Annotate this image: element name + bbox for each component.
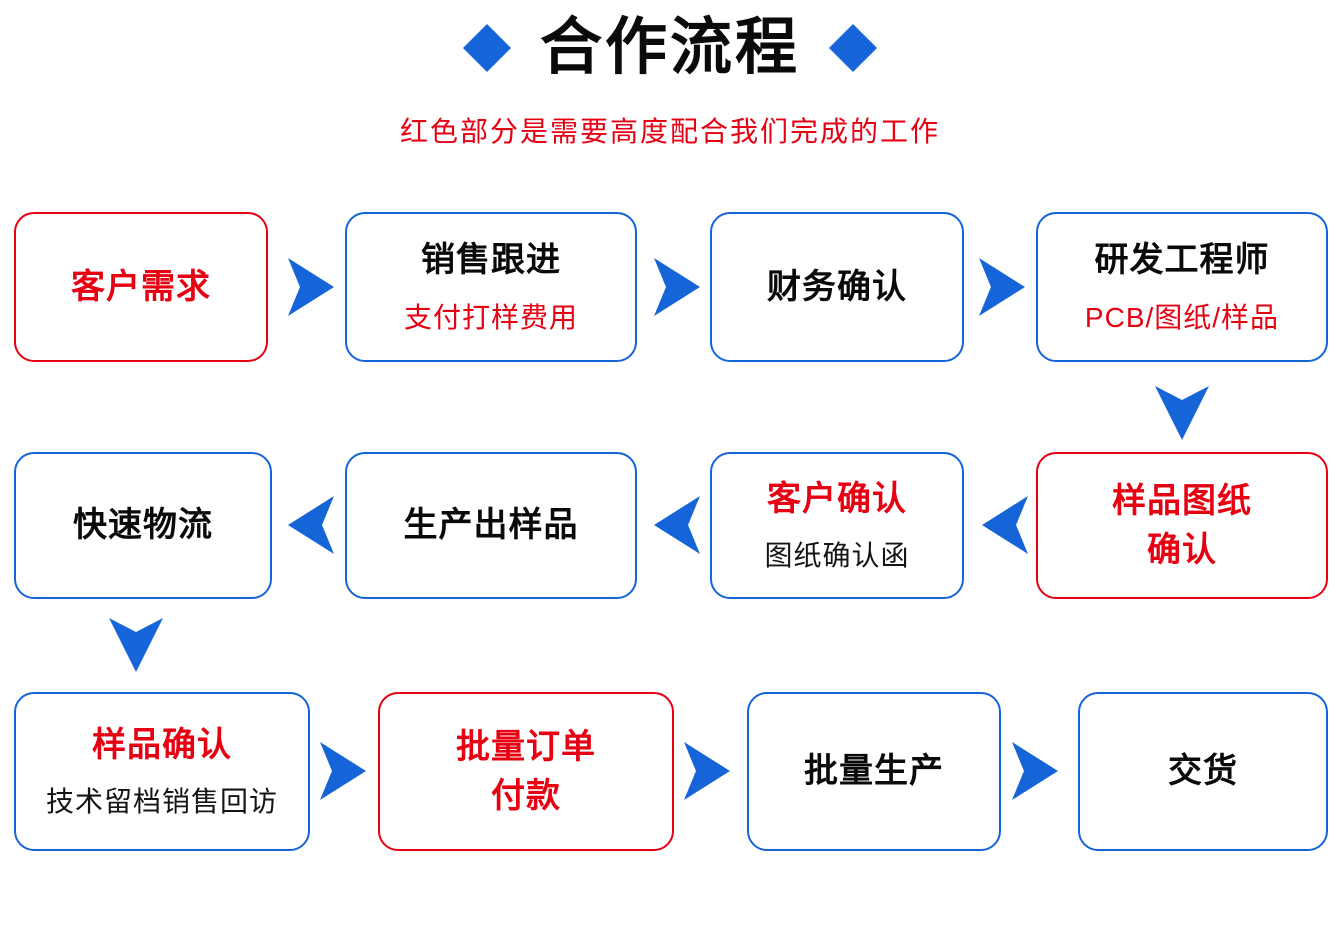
diamond-icon (828, 23, 878, 72)
node-finance-confirm: 财务确认 (710, 212, 964, 362)
arrow-left-icon (654, 496, 700, 554)
node-title: 样品图纸 (1112, 482, 1252, 521)
node-sales-follow-up: 销售跟进 支付打样费用 (345, 212, 637, 362)
node-produce-sample: 生产出样品 (345, 452, 637, 599)
node-sample-confirm: 样品确认 技术留档销售回访 (14, 692, 310, 851)
node-sample-drawing-confirm: 样品图纸 确认 (1036, 452, 1328, 599)
node-title: 交货 (1168, 752, 1238, 791)
diamond-icon (462, 23, 512, 72)
node-subtitle: 图纸确认函 (764, 540, 910, 572)
node-title: 客户确认 (767, 479, 907, 518)
arrow-right-icon (979, 258, 1025, 316)
node-title: 批量订单 (456, 728, 596, 767)
arrow-right-icon (288, 258, 334, 316)
node-subtitle: PCB/图纸/样品 (1084, 301, 1280, 333)
node-title: 销售跟进 (421, 241, 561, 280)
header: 合作流程 (0, 12, 1340, 83)
arrow-right-icon (320, 742, 366, 800)
arrow-left-icon (288, 496, 334, 554)
node-title: 财务确认 (767, 267, 907, 306)
arrow-right-icon (1012, 742, 1058, 800)
node-title: 快速物流 (73, 506, 213, 545)
node-title-line2: 确认 (1147, 530, 1217, 569)
node-title: 生产出样品 (403, 506, 579, 545)
node-title-line2: 付款 (491, 776, 561, 815)
arrow-right-icon (684, 742, 730, 800)
node-rd-engineer: 研发工程师 PCB/图纸/样品 (1036, 212, 1328, 362)
page-title: 合作流程 (539, 13, 800, 82)
arrow-down-icon (1155, 386, 1209, 440)
node-title: 样品确认 (92, 725, 232, 764)
node-bulk-production: 批量生产 (747, 692, 1001, 851)
node-bulk-order-payment: 批量订单 付款 (378, 692, 674, 851)
node-subtitle: 技术留档销售回访 (45, 786, 278, 818)
node-fast-logistics: 快速物流 (14, 452, 272, 599)
node-title: 批量生产 (804, 752, 944, 791)
arrow-down-icon (109, 618, 163, 672)
node-subtitle: 支付打样费用 (403, 301, 578, 333)
node-title: 研发工程师 (1094, 241, 1270, 280)
arrow-right-icon (654, 258, 700, 316)
node-delivery: 交货 (1078, 692, 1328, 851)
node-customer-demand: 客户需求 (14, 212, 268, 362)
arrow-left-icon (982, 496, 1028, 554)
page-subtitle: 红色部分是需要高度配合我们完成的工作 (399, 116, 940, 147)
node-title: 客户需求 (71, 267, 211, 306)
node-customer-confirm: 客户确认 图纸确认函 (710, 452, 964, 599)
